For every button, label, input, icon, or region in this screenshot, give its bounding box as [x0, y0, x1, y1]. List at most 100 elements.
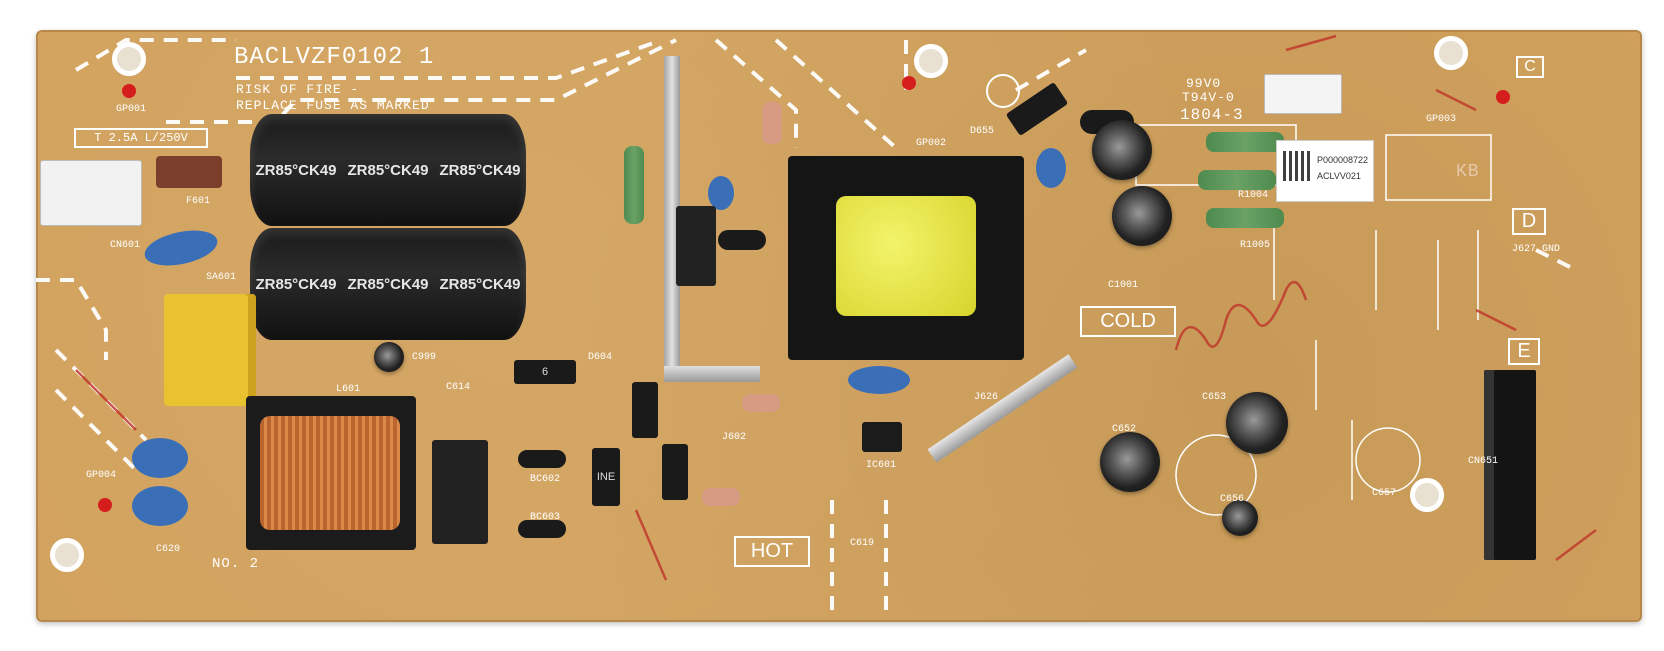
bulk-capacitor-top: ZR85°CK49 ZR85°CK49 ZR85°CK49: [250, 114, 526, 226]
ceramic-capacitor: [132, 486, 188, 526]
green-resistor: [624, 146, 644, 224]
ceramic-capacitor: [132, 438, 188, 478]
green-resistor: [1198, 170, 1276, 190]
bead-component: [518, 450, 566, 468]
ref-gp003: GP003: [1426, 114, 1457, 125]
ref-gp004: GP004: [86, 470, 117, 481]
diode: 6: [514, 360, 576, 384]
mounting-hole-top-right: [1434, 36, 1468, 70]
tan-resistor: [762, 102, 782, 144]
mounting-hole-bottom-right: [1410, 478, 1444, 512]
sticker-code: ACLVV021: [1317, 171, 1361, 181]
capacitor-marking: ZR85°CK49: [255, 275, 337, 293]
ref-gp001: GP001: [116, 104, 147, 115]
green-resistor: [1206, 132, 1284, 152]
mounting-hole-bottom-left: [50, 538, 84, 572]
ul-mark: 99V0: [1186, 76, 1222, 91]
ic601-chip: [862, 422, 902, 452]
ceramic-capacitor: [1036, 148, 1066, 188]
capacitor-marking: ZR85°CK49: [347, 161, 429, 179]
ref-r1004: R1004: [1238, 190, 1269, 201]
ref-c619: C619: [850, 538, 875, 549]
pb-free-icon: [986, 74, 1020, 108]
mounting-hole-top-mid: [914, 44, 948, 78]
part-sticker: P000008722 ACLVV021: [1276, 140, 1374, 202]
ref-r1005: R1005: [1240, 240, 1271, 251]
electrolytic-capacitor: [1100, 432, 1160, 492]
ceramic-capacitor: [848, 366, 910, 394]
input-connector: [40, 160, 142, 226]
bead-component: [718, 230, 766, 250]
ref-d604: D604: [588, 352, 613, 363]
ref-sa601: SA601: [206, 272, 237, 283]
board-model-label: BACLVZF0102 1: [234, 44, 435, 71]
ref-j626: J626: [974, 392, 999, 403]
capacitor-marking: ZR85°CK49: [347, 275, 429, 293]
capacitor-marking: ZR85°CK49: [439, 275, 521, 293]
mosfet: [676, 206, 716, 286]
ref-ic601: IC601: [866, 460, 897, 471]
marker-scribbles: [75, 34, 1597, 581]
qr-code-icon: [1283, 151, 1313, 181]
x-capacitor: [164, 294, 256, 406]
corner-letter-e: E: [1508, 338, 1540, 365]
green-resistor: [1206, 208, 1284, 228]
ref-c657: C657: [1372, 488, 1397, 499]
diode: INE: [592, 448, 620, 506]
ref-cn651: CN651: [1468, 456, 1499, 467]
red-marker-dot: [902, 76, 916, 90]
electrolytic-capacitor: [1092, 120, 1152, 180]
red-marker-dot: [1496, 90, 1510, 104]
pcb-board: BACLVZF0102 1 RISK OF FIRE - REPLACE FUS…: [36, 30, 1642, 622]
ref-d655: D655: [970, 126, 995, 137]
ref-j627: J627 GND: [1512, 244, 1561, 255]
tan-resistor: [702, 488, 740, 506]
ref-j602: J602: [722, 432, 747, 443]
red-marker-dot: [122, 84, 136, 98]
ref-f601: F601: [186, 196, 211, 207]
sticker-id: P000008722: [1317, 155, 1369, 165]
diode: [632, 382, 658, 438]
ref-c653: C653: [1202, 392, 1227, 403]
ref-bc603: BC603: [530, 512, 561, 523]
fire-warning-line1: RISK OF FIRE -: [236, 82, 360, 97]
bead-component: [518, 520, 566, 538]
ref-c614: C614: [446, 382, 471, 393]
film-capacitor: [432, 440, 488, 544]
rating-mark: T94V-0: [1182, 90, 1235, 105]
corner-letter-c: C: [1516, 56, 1544, 78]
diode: [662, 444, 688, 500]
electrolytic-capacitor: [1226, 392, 1288, 454]
choke-winding: [260, 416, 400, 530]
tan-resistor: [742, 394, 780, 412]
board-number-label: NO. 2: [212, 556, 260, 572]
ref-l601: L601: [336, 384, 361, 395]
ref-cn601: CN601: [110, 240, 141, 251]
fuse-rating-label: T 2.5A L/250V: [74, 128, 208, 148]
cold-area-label: COLD: [1080, 306, 1176, 337]
mounting-hole-top-left: [112, 42, 146, 76]
bulk-capacitor-bottom: ZR85°CK49 ZR85°CK49 ZR85°CK49: [250, 228, 526, 340]
ceramic-capacitor: [708, 176, 734, 210]
fuse: [156, 156, 222, 188]
hot-area-label: HOT: [734, 536, 810, 567]
transformer: [788, 156, 1024, 360]
output-connector-header: [1484, 370, 1536, 560]
ref-c652: C652: [1112, 424, 1137, 435]
capacitor-marking: ZR85°CK49: [255, 161, 337, 179]
capacitor-marking: ZR85°CK49: [439, 161, 521, 179]
fire-warning-line2: REPLACE FUSE AS MARKED: [236, 98, 430, 113]
heatsink-primary: [664, 56, 680, 378]
corner-letter-d: D: [1512, 208, 1546, 235]
small-capacitor: [374, 342, 404, 372]
date-code: 1804-3: [1180, 106, 1244, 124]
ref-gp002: GP002: [916, 138, 947, 149]
ref-c999: C999: [412, 352, 437, 363]
red-marker-dot: [98, 498, 112, 512]
heatsink-foot: [664, 366, 760, 382]
electrolytic-capacitor: [1112, 186, 1172, 246]
output-connector-small: [1264, 74, 1342, 114]
kb-mark: KB: [1456, 162, 1480, 182]
ref-c656: C656: [1220, 494, 1245, 505]
common-mode-choke: [246, 396, 416, 550]
